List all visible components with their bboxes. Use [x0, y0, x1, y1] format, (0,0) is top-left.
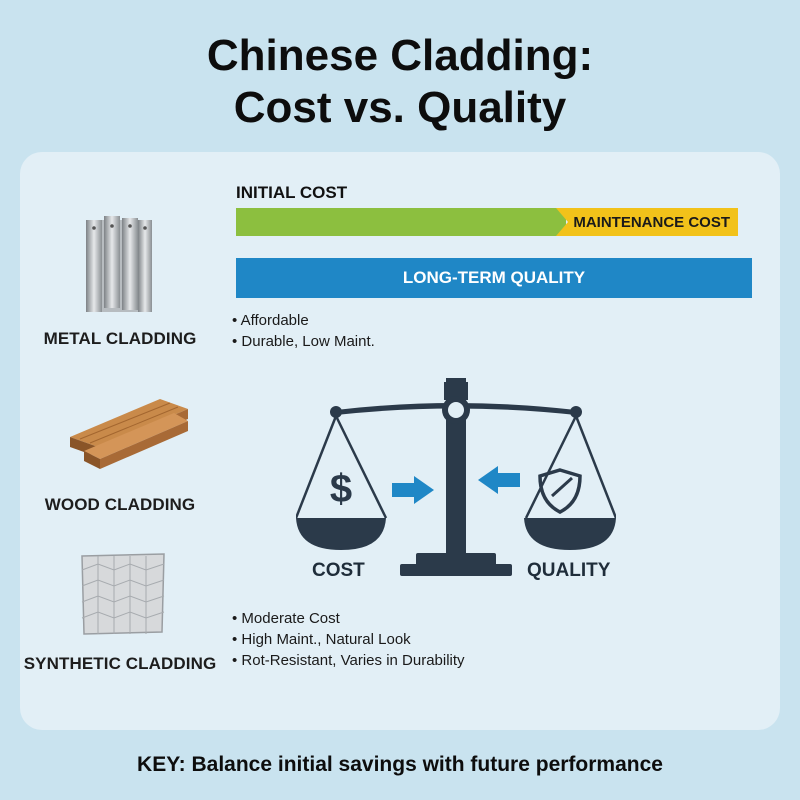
maintenance-cost-label: MAINTENANCE COST	[573, 213, 730, 231]
list-item: Durable, Low Maint.	[232, 331, 374, 352]
list-item: Moderate Cost	[232, 608, 465, 629]
initial-cost-heading: INITIAL COST	[236, 183, 348, 202]
balance-scale-icon: $	[296, 378, 616, 576]
metal-panel-icon	[86, 216, 152, 312]
maintenance-cost-bar: MAINTENANCE COST	[556, 208, 738, 236]
synthetic-tile-icon	[81, 553, 165, 635]
list-item: Rot-Resistant, Varies in Durability	[232, 650, 464, 671]
list-item: Affordable	[232, 310, 375, 331]
dollar-sign-icon: $	[330, 467, 352, 511]
wood-cladding-label: WOOD CLADDING	[44, 495, 196, 514]
cost-label: COST	[312, 560, 365, 581]
title-line-2: Cost vs. Quality	[233, 83, 567, 132]
metal-bullet-list: Affordable Durable, Low Maint.	[232, 310, 375, 352]
list-item: High Maint., Natural Look	[232, 629, 465, 650]
initial-cost-bar	[236, 208, 566, 236]
long-term-quality-bar: LONG-TERM QUALITY	[236, 258, 752, 298]
wood-bullet-list: Moderate Cost High Maint., Natural Look …	[232, 608, 465, 671]
key-note: KEY: Balance initial savings with future…	[137, 753, 663, 776]
title-line-1: Chinese Cladding:	[206, 31, 594, 80]
quality-label: QUALITY	[527, 560, 611, 581]
wood-planks-icon	[70, 399, 188, 469]
page-title: Chinese Cladding: Cost vs. Quality	[0, 30, 800, 134]
synthetic-cladding-label: SYNTHETIC CLADDING	[23, 654, 217, 673]
long-term-quality-label: LONG-TERM QUALITY	[402, 268, 586, 287]
metal-cladding-label: METAL CLADDING	[43, 329, 197, 348]
